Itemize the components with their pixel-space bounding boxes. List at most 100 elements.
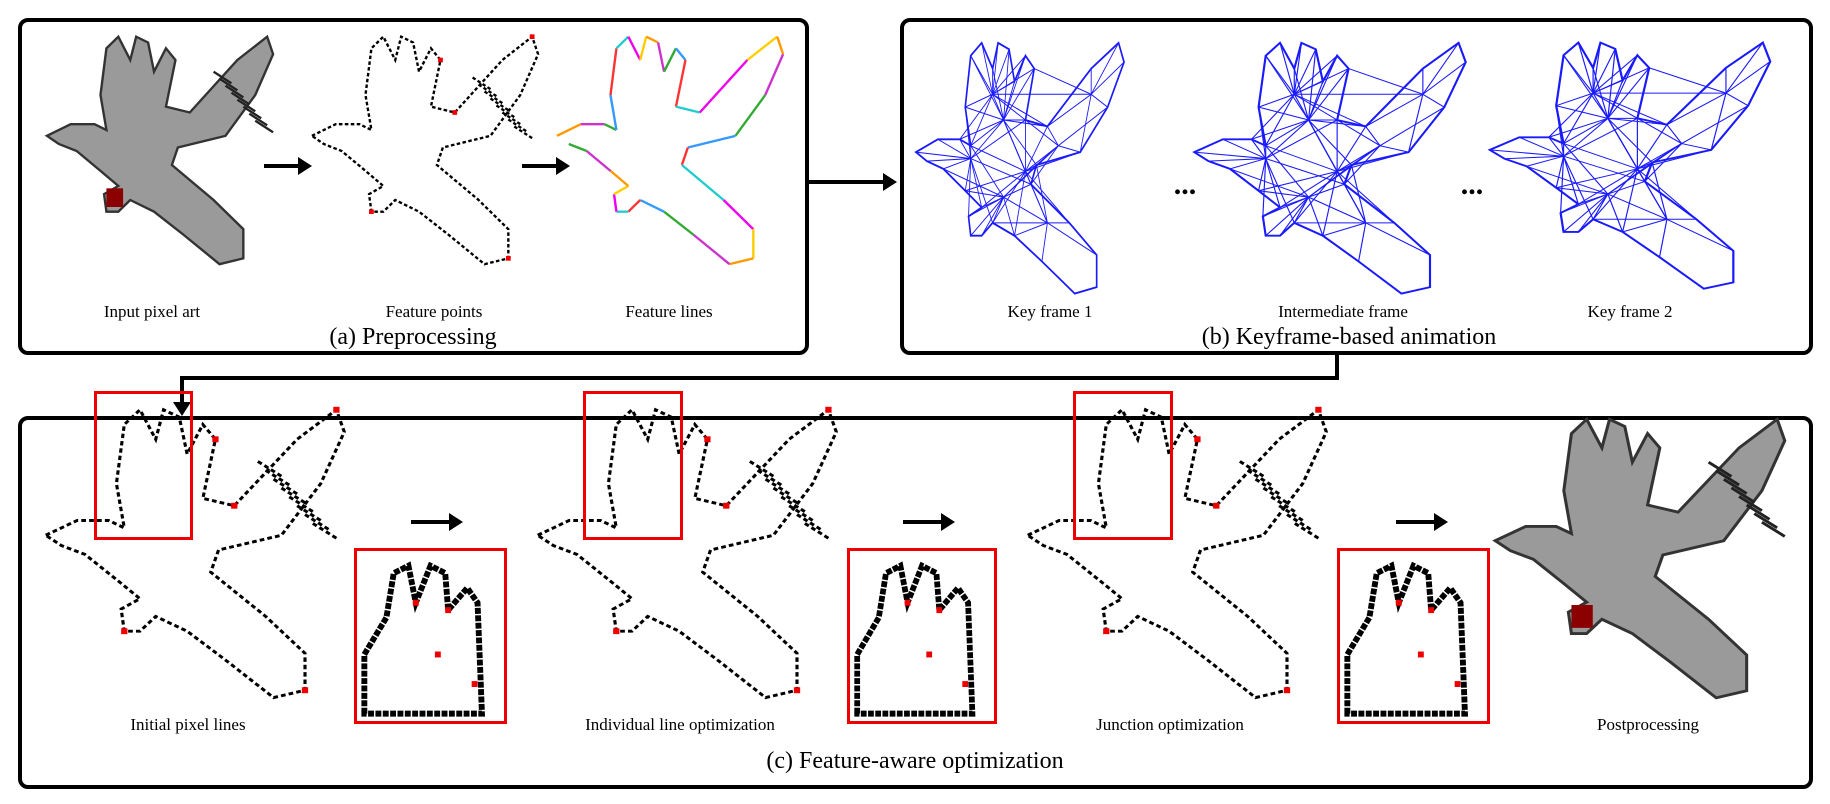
mesh-edge	[1563, 143, 1638, 170]
mesh-edge	[1607, 193, 1624, 233]
mesh-edge	[970, 55, 1004, 121]
mesh-edge	[1262, 158, 1267, 217]
junction-point	[452, 110, 458, 115]
feature-line	[734, 94, 767, 137]
wing-feather	[218, 77, 239, 92]
wing-feather	[248, 112, 268, 127]
mesh-edge	[970, 158, 994, 224]
junction-point	[926, 651, 933, 658]
mesh-edge	[1279, 196, 1309, 208]
mesh-edge	[992, 196, 1004, 224]
feature-line	[674, 59, 687, 107]
feature-line	[656, 42, 666, 72]
mesh-edge	[1036, 164, 1048, 223]
mesh-edge	[1365, 93, 1424, 127]
key-frame-2-mesh	[1487, 41, 1772, 290]
mesh-edge	[981, 42, 994, 95]
mesh-edge	[1343, 145, 1381, 185]
label-intermediate-frame: Intermediate frame	[1278, 302, 1408, 321]
feature-line	[645, 35, 659, 44]
feature-line	[693, 234, 731, 266]
mesh-edge	[1322, 222, 1366, 237]
mesh-edge	[1548, 136, 1565, 157]
wing-feather	[772, 486, 798, 504]
mesh-edge	[1229, 158, 1266, 170]
mesh-edge	[1030, 145, 1059, 185]
mesh-edge	[937, 138, 971, 160]
wing-feather	[288, 495, 314, 513]
mesh-edge	[981, 196, 1004, 236]
wing-feather	[489, 97, 509, 112]
mesh-edge	[1194, 151, 1266, 160]
mesh-edge	[1637, 143, 1682, 170]
mesh-boundary	[1192, 41, 1467, 295]
mesh-edge	[1208, 158, 1266, 162]
mesh-edge	[1265, 145, 1338, 172]
mesh-edge	[1265, 119, 1309, 159]
mesh-edge	[1014, 171, 1026, 236]
mesh-edge	[1622, 218, 1668, 233]
junction-point	[529, 34, 535, 39]
mesh-edge	[1592, 42, 1602, 94]
junction-point	[471, 681, 478, 687]
mesh-edge	[1666, 92, 1727, 126]
mesh-edge	[992, 171, 1026, 224]
feature-line	[568, 142, 588, 153]
label-key-frame-1: Key frame 1	[1007, 302, 1093, 321]
zoomed-detail	[354, 548, 507, 724]
wing-feather	[1270, 495, 1296, 513]
individual-line-optimization-bird	[534, 406, 838, 700]
wing-feather	[230, 91, 250, 106]
mesh-edge	[1034, 68, 1092, 95]
junction-point	[412, 599, 419, 606]
connector-b-to-c	[1335, 355, 1339, 380]
junction-point	[369, 209, 374, 214]
mesh-edge	[1607, 143, 1683, 195]
mesh-edge	[1258, 170, 1338, 192]
feature-line	[639, 198, 665, 213]
mesh-edge	[1265, 94, 1295, 146]
feature-line	[603, 123, 617, 132]
postprocessing-bird	[1492, 416, 1787, 700]
feature-points-bird	[309, 34, 540, 266]
panel-a-title: (a) Preprocessing	[329, 324, 497, 350]
junction-optimization-bird	[1024, 406, 1328, 700]
mesh-edge	[1563, 92, 1594, 144]
mesh-edge	[1365, 126, 1381, 146]
mesh-edge	[1592, 92, 1638, 119]
label-input-pixel-art: Input pixel art	[103, 302, 201, 321]
panel-b-title: (b) Keyframe-based animation	[1201, 324, 1497, 350]
mesh-edge	[1003, 55, 1026, 121]
mesh-edge	[1041, 222, 1048, 262]
highlight-box	[94, 391, 193, 540]
mesh-edge	[1607, 118, 1653, 163]
mesh-edge	[1003, 119, 1037, 166]
mesh-edge	[1025, 145, 1059, 172]
ellipsis: ...	[1173, 168, 1197, 201]
mesh-edge	[1265, 145, 1310, 198]
wing-feather	[1293, 522, 1320, 540]
zoomed-detail	[847, 548, 997, 724]
mesh-edge	[992, 49, 1010, 95]
junction-point	[904, 599, 911, 606]
junction-point	[1428, 607, 1435, 614]
mesh-edge	[1336, 145, 1381, 172]
mesh-edge	[1265, 119, 1309, 147]
wing-feather	[501, 111, 521, 126]
mesh-edge	[1519, 136, 1564, 157]
feature-line	[687, 134, 736, 149]
feature-line	[675, 47, 687, 61]
wing-feather	[1262, 486, 1288, 504]
wing-feather	[224, 84, 244, 99]
junction-point	[1395, 599, 1402, 606]
mesh-edge	[1607, 193, 1668, 220]
junction-point	[445, 607, 452, 614]
mesh-edge	[1592, 92, 1668, 220]
mesh-edge	[1265, 158, 1295, 224]
wing-feather	[1715, 469, 1740, 487]
mesh-edge	[943, 158, 971, 170]
mesh-edge	[1408, 94, 1424, 153]
label-feature-lines: Feature lines	[625, 302, 713, 321]
mesh-edge	[1025, 171, 1070, 224]
arrow-icon	[522, 157, 570, 175]
